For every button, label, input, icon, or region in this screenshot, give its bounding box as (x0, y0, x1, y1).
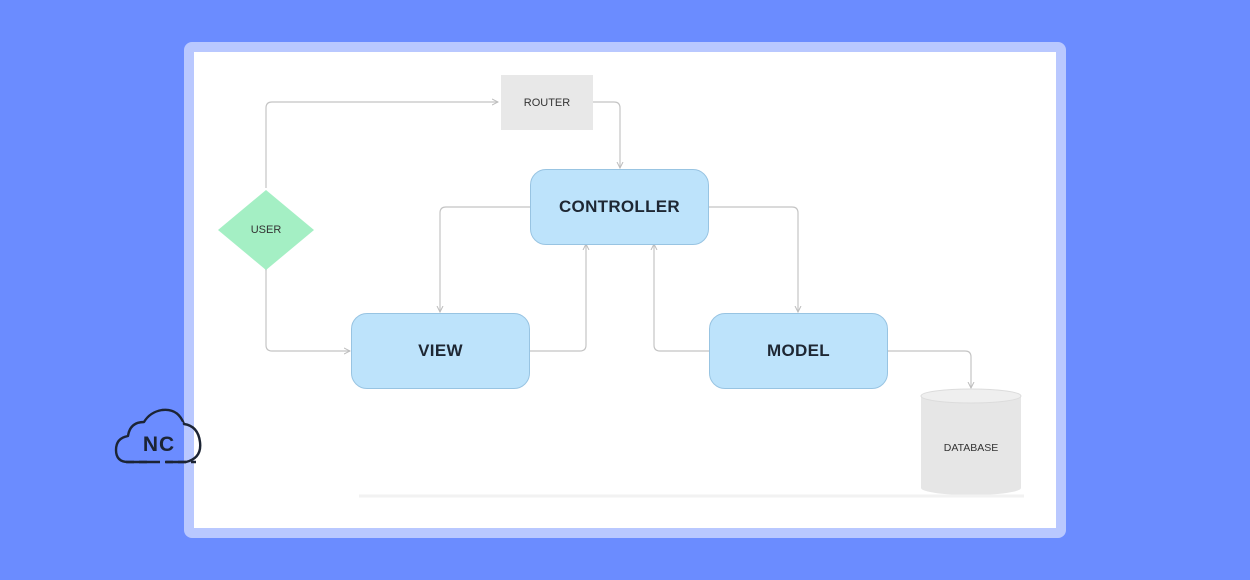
edge-user-router (265, 102, 498, 188)
user-diamond (218, 190, 314, 270)
database-label: DATABASE (943, 442, 999, 454)
user-label: USER (250, 224, 282, 236)
edge-controller-model (709, 206, 798, 312)
database-cylinder (920, 388, 1022, 495)
edge-controller-view (440, 206, 530, 312)
router-node: ROUTER (501, 75, 593, 130)
nc-cloud-logo: NC (112, 404, 206, 468)
edge-model-controller (654, 244, 709, 352)
edge-view-controller (530, 244, 586, 352)
edge-router-controller (592, 101, 620, 168)
view-label: VIEW (418, 341, 463, 360)
edge-user-view (266, 270, 350, 351)
controller-node: CONTROLLER (530, 169, 709, 245)
controller-label: CONTROLLER (558, 197, 681, 216)
cloud-icon: NC (114, 408, 202, 464)
view-node: VIEW (351, 313, 530, 389)
edge-model-database (888, 351, 971, 388)
logo-text: NC (143, 433, 175, 456)
connector-layer (218, 52, 1024, 498)
model-label: MODEL (767, 341, 830, 360)
diagram-canvas: ROUTER CONTROLLER USER VIEW MODEL DATABA… (194, 52, 1056, 528)
model-node: MODEL (709, 313, 888, 389)
database-node: DATABASE (921, 436, 1021, 460)
user-node: USER (226, 218, 306, 242)
router-label: ROUTER (523, 96, 571, 109)
